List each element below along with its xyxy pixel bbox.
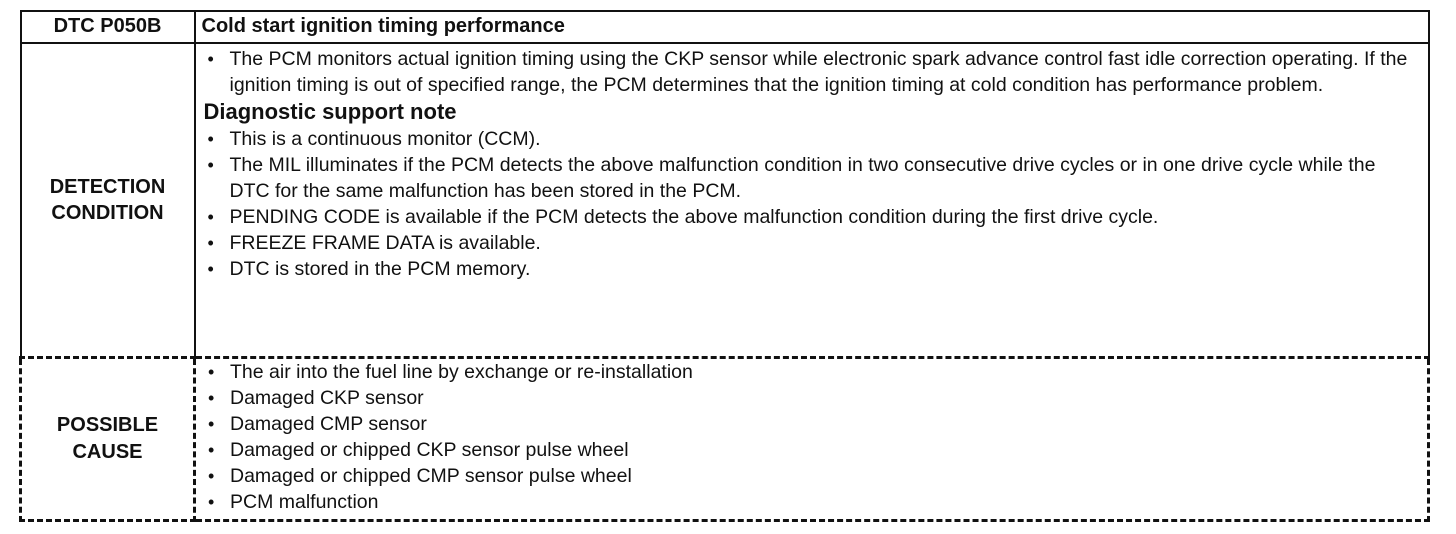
cause-content: • The air into the fuel line by exchange… [193, 357, 1430, 522]
list-item: • PCM malfunction [204, 489, 1419, 515]
dtc-title: Cold start ignition timing performance [193, 10, 1430, 44]
support-item-text: FREEZE FRAME DATA is available. [229, 232, 541, 254]
list-item: • This is a continuous monitor (CCM). [204, 126, 1420, 152]
cause-label-line1: POSSIBLE [56, 414, 159, 436]
bullet-icon: • [208, 414, 215, 434]
cause-item-text: Damaged CMP sensor [230, 413, 427, 435]
cause-item-text: Damaged CKP sensor [230, 387, 424, 409]
support-item-text: This is a continuous monitor (CCM). [229, 128, 541, 150]
cause-row: POSSIBLE CAUSE • The air into the fuel l… [19, 357, 1430, 522]
detection-row: DETECTION CONDITION • The PCM monitors a… [19, 43, 1430, 359]
bullet-icon: • [207, 259, 214, 279]
bullet-icon: • [207, 129, 214, 149]
bullet-icon: • [208, 440, 215, 460]
detection-label-line2: CONDITION [51, 202, 164, 224]
cause-item-text: PCM malfunction [230, 491, 379, 513]
list-item: • DTC is stored in the PCM memory. [204, 256, 1420, 282]
dtc-code: DTC P050B [19, 10, 196, 44]
bullet-icon: • [208, 388, 215, 408]
list-item: • Damaged CKP sensor [204, 385, 1419, 411]
support-note-heading: Diagnostic support note [203, 99, 457, 124]
detection-label: DETECTION CONDITION [19, 43, 196, 359]
list-item: • The MIL illuminates if the PCM detects… [204, 152, 1420, 204]
bullet-icon: • [207, 207, 214, 227]
list-item: • The air into the fuel line by exchange… [204, 359, 1419, 385]
detection-label-line1: DETECTION [49, 176, 166, 198]
support-item-text: The MIL illuminates if the PCM detects t… [229, 154, 1376, 202]
list-item: • FREEZE FRAME DATA is available. [204, 230, 1420, 256]
list-item: • Damaged CMP sensor [204, 411, 1419, 437]
list-item: • The PCM monitors actual ignition timin… [204, 46, 1420, 98]
bullet-icon: • [207, 233, 214, 253]
cause-item-text: The air into the fuel line by exchange o… [230, 361, 693, 383]
detection-description-list: • The PCM monitors actual ignition timin… [204, 46, 1420, 98]
cause-label-line2: CAUSE [72, 441, 143, 463]
cause-item-text: Damaged or chipped CMP sensor pulse whee… [230, 465, 632, 487]
header-row: DTC P050B Cold start ignition timing per… [19, 10, 1430, 44]
detection-content: • The PCM monitors actual ignition timin… [193, 43, 1430, 359]
bullet-icon: • [208, 466, 215, 486]
support-item-text: DTC is stored in the PCM memory. [229, 258, 531, 280]
cause-item-text: Damaged or chipped CKP sensor pulse whee… [230, 439, 629, 461]
cause-label: POSSIBLE CAUSE [19, 357, 196, 522]
bullet-icon: • [207, 49, 214, 69]
support-item-text: PENDING CODE is available if the PCM det… [229, 206, 1159, 228]
list-item: • Damaged or chipped CKP sensor pulse wh… [204, 437, 1419, 463]
bullet-icon: • [208, 492, 215, 512]
cause-list: • The air into the fuel line by exchange… [204, 359, 1419, 515]
list-item: • Damaged or chipped CMP sensor pulse wh… [204, 463, 1419, 489]
list-item: • PENDING CODE is available if the PCM d… [204, 204, 1420, 230]
bullet-icon: • [207, 155, 214, 175]
support-note-list: • This is a continuous monitor (CCM). • … [204, 126, 1420, 282]
detection-description: The PCM monitors actual ignition timing … [229, 48, 1408, 96]
bullet-icon: • [208, 362, 215, 382]
dtc-table: DTC P050B Cold start ignition timing per… [19, 10, 1430, 522]
